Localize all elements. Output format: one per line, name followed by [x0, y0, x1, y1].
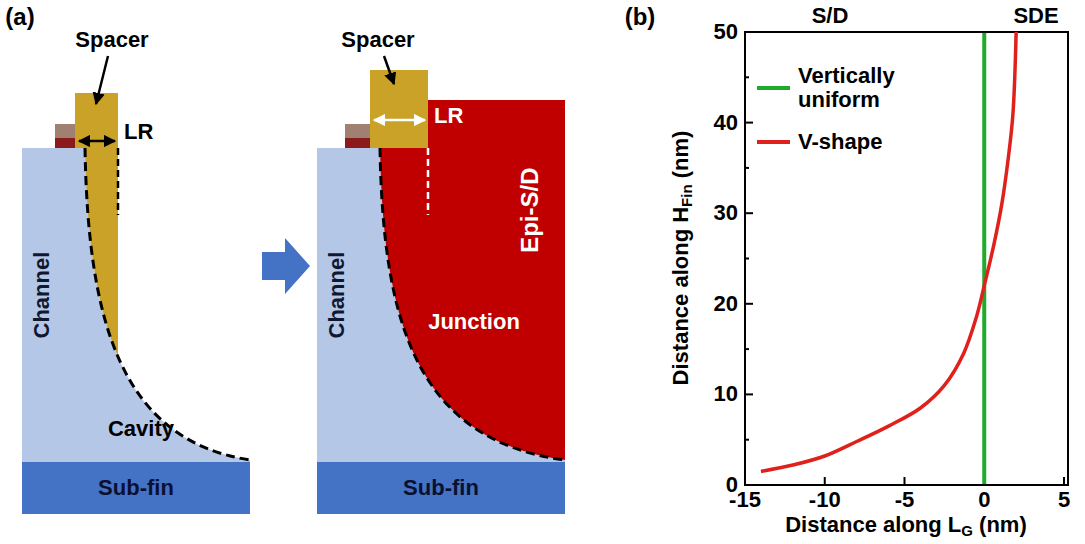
axis-title-text: Distance along L: [785, 512, 961, 537]
leader-arrow: [384, 56, 394, 84]
axis-tick: [745, 122, 753, 124]
part-label: Spacer: [341, 28, 414, 52]
lr-dimension-arrow: [374, 119, 425, 122]
axis-tick: [745, 31, 753, 33]
junction-boundary: [380, 148, 565, 460]
axis-tick: [745, 212, 753, 214]
tick-label: 20: [714, 292, 738, 316]
region-label: Cavity: [108, 417, 174, 441]
part-label: S/D: [812, 4, 849, 28]
epi-source-drain-region: Epi-S/D: [514, 150, 548, 270]
channel-region: [22, 148, 250, 462]
axis-title-text: (nm): [979, 512, 1027, 537]
axis-title: Distance along LG (nm): [785, 513, 1027, 539]
region-label: Sub-fin: [98, 476, 174, 500]
tick-label: -15: [729, 488, 761, 512]
part-label: Spacer: [75, 28, 148, 52]
gate-layer: [55, 124, 75, 138]
lr-marker-line: [427, 148, 430, 215]
legend-sample: [757, 140, 790, 144]
junction-boundary: [85, 148, 250, 460]
tick-label: 0: [978, 488, 990, 512]
plot-layer: [745, 32, 1064, 485]
tick-label: 5: [1058, 488, 1070, 512]
axis-tick: [824, 477, 826, 485]
axis-tick: [745, 348, 749, 350]
process-arrow: [262, 238, 310, 294]
lr-dimension-arrow: [79, 140, 115, 143]
tick-label: 30: [714, 201, 738, 225]
axis-tick: [745, 439, 749, 441]
sub-fin-block: Sub-fin: [317, 462, 565, 514]
axis-tick: [904, 477, 906, 485]
tick-label: -5: [895, 488, 915, 512]
uniform-profile-line: [982, 33, 986, 484]
axis-tick: [745, 393, 753, 395]
lr-marker-line: [117, 148, 120, 215]
axis-tick: [745, 167, 749, 169]
leader-arrow: [96, 56, 108, 104]
region-label: Epi-S/D: [518, 167, 544, 252]
tick-label: 40: [714, 111, 738, 135]
cavity-region: Cavity: [102, 414, 180, 444]
tick-label: 10: [714, 382, 738, 406]
epi-source-drain-region: [380, 100, 565, 460]
channel-region: Channel: [319, 220, 355, 370]
tick-label: -10: [809, 488, 841, 512]
part-label: LR: [124, 120, 153, 144]
legend-text: V-shape: [798, 130, 948, 154]
gate-oxide-layer: [55, 138, 75, 148]
part-label: (a): [5, 4, 34, 30]
spacer-block: [370, 70, 428, 148]
axis-subscript: Fin: [678, 184, 695, 207]
part-label: Junction: [428, 310, 520, 334]
legend-text: Vertically uniform: [798, 64, 948, 112]
axis-title: Distance along HFin (nm): [669, 131, 695, 386]
axis-title-text: (nm): [668, 131, 693, 179]
axis-title-text: Distance along H: [668, 207, 693, 385]
axis-tick: [745, 303, 753, 305]
part-label: SDE: [1013, 4, 1058, 28]
gate-layer: [345, 124, 370, 138]
sub-fin-block: Sub-fin: [22, 462, 250, 514]
part-label: (b): [625, 4, 656, 30]
axis-tick: [745, 484, 753, 486]
axis-subscript: G: [961, 522, 973, 539]
region-label: Channel: [325, 252, 349, 339]
axis-tick: [744, 477, 746, 485]
region-label: Sub-fin: [403, 476, 479, 500]
v-shape-profile-curve: [761, 32, 1016, 471]
part-label: LR: [434, 104, 463, 128]
channel-region: Channel: [24, 220, 60, 370]
legend-sample: [757, 86, 790, 90]
gate-oxide-layer: [345, 138, 370, 148]
tick-label: 50: [714, 20, 738, 44]
axis-tick: [745, 258, 749, 260]
region-label: Channel: [30, 252, 54, 339]
axis-tick: [745, 76, 749, 78]
plot-frame: [745, 32, 1068, 485]
axis-tick: [1063, 477, 1065, 485]
